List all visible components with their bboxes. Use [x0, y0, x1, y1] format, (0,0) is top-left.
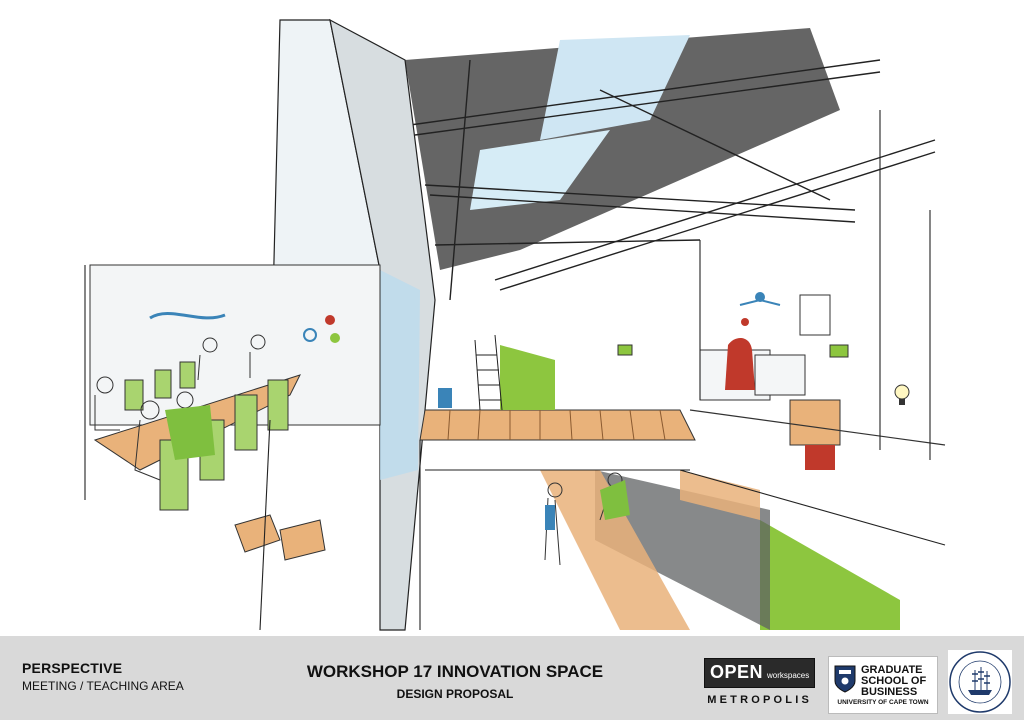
- ship-icon: [968, 690, 992, 695]
- person-red-shirt: [725, 338, 755, 390]
- project-subtitle: DESIGN PROPOSAL: [396, 687, 514, 701]
- deck-planks: [447, 409, 666, 441]
- wall-graphic-node: [755, 292, 765, 302]
- skylight: [540, 35, 690, 140]
- planter: [829, 344, 849, 358]
- roof-trusses: [409, 59, 936, 301]
- title-block: PERSPECTIVE MEETING / TEACHING AREA WORK…: [0, 636, 1024, 720]
- project-title: WORKSHOP 17 INNOVATION SPACE: [306, 662, 604, 681]
- green-wall: [500, 345, 555, 410]
- frame-lines: [84, 110, 946, 631]
- gsb-logo-line3: BUSINESS: [861, 686, 918, 698]
- wall-graphic: [149, 312, 226, 320]
- shield-icon: [834, 665, 856, 693]
- timber-deck: [419, 409, 696, 441]
- wall-graphic-node: [325, 315, 335, 325]
- wall-poster: [799, 294, 831, 336]
- open-workspaces-logo: OPEN workspaces METROPOLIS: [704, 658, 816, 706]
- gsb-logo-line1: GRADUATE: [861, 664, 923, 676]
- floor-box: [234, 514, 281, 553]
- perspective-sketch: [84, 18, 946, 631]
- gsb-logo: GRADUATE SCHOOL OF BUSINESS UNIVERSITY O…: [828, 656, 938, 714]
- monitor: [754, 354, 806, 396]
- meeting-chairs: [124, 361, 289, 511]
- person-green-shirt: [165, 405, 215, 460]
- low-bench: [680, 470, 760, 520]
- glass-panel: [380, 270, 420, 480]
- wall-graphic-node: [303, 328, 317, 342]
- open-logo-main: OPEN: [710, 662, 764, 682]
- open-logo-metropolis: METROPOLIS: [707, 694, 812, 706]
- green-wall: [760, 520, 900, 630]
- project-info: WORKSHOP 17 INNOVATION SPACE DESIGN PROP…: [290, 662, 620, 701]
- desk-chair: [789, 399, 841, 446]
- view-area-label: MEETING / TEACHING AREA: [22, 679, 184, 693]
- view-info: PERSPECTIVE MEETING / TEACHING AREA: [22, 660, 184, 693]
- floor-box: [279, 519, 326, 561]
- balustrade: [689, 409, 946, 446]
- bin: [805, 445, 835, 470]
- view-type-label: PERSPECTIVE: [22, 660, 123, 676]
- person-blue-shirt: [545, 505, 555, 530]
- wall-graphic-node: [741, 318, 749, 326]
- wall-graphic-node: [330, 333, 340, 343]
- roof-structure: [405, 28, 840, 270]
- person-blue-shirt: [438, 388, 452, 408]
- gsb-logo-university: UNIVERSITY OF CAPE TOWN: [837, 699, 929, 706]
- planter: [617, 344, 633, 356]
- person-green-shirt: [600, 480, 630, 520]
- lightbulb-icon: [894, 384, 910, 405]
- gsb-logo-line2: SCHOOL OF: [861, 675, 927, 687]
- va-waterfront-logo: [948, 650, 1012, 714]
- staircase: [474, 334, 503, 411]
- open-logo-box: OPEN workspaces: [704, 658, 816, 688]
- low-bench: [540, 470, 690, 630]
- open-logo-sub: workspaces: [767, 671, 810, 680]
